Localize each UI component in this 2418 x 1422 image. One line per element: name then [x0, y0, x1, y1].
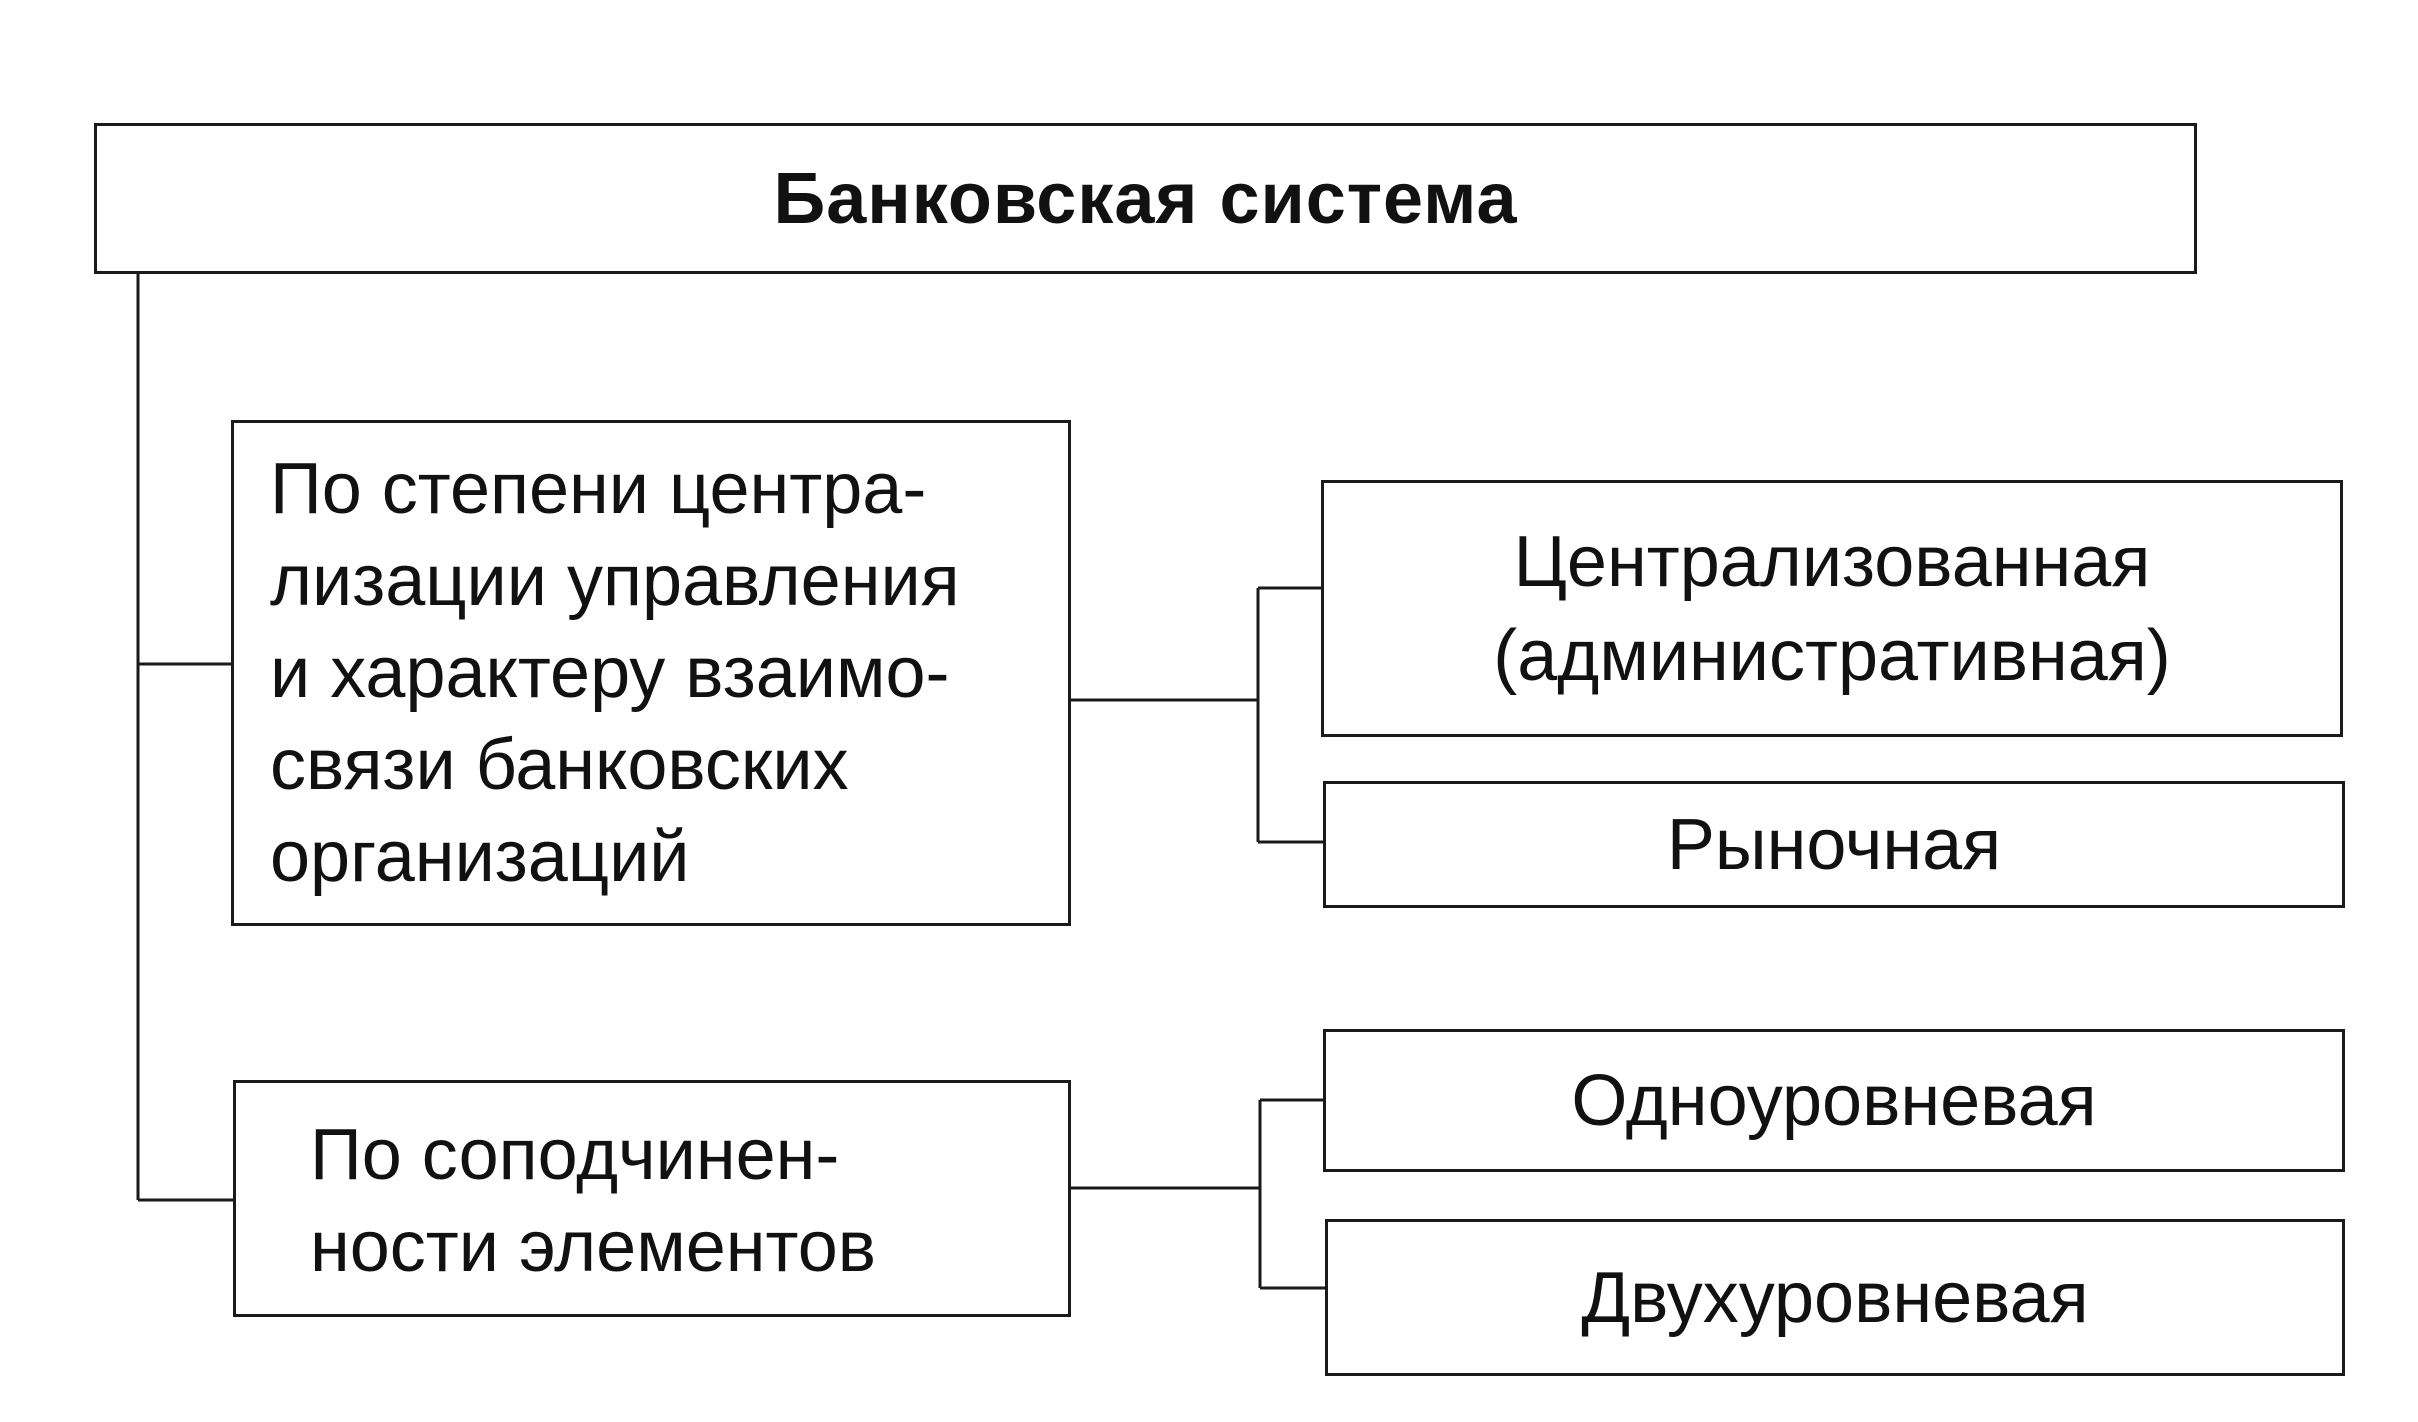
criterion-1-line-5: организаций [270, 817, 690, 897]
option-centralized-line-2: (административная) [1493, 615, 2171, 696]
criterion-1-line-2: лизации управления [270, 541, 960, 621]
option-one-level-label: Одноуровневая [1571, 1060, 2097, 1141]
criterion-1-line-1: По степени центра- [270, 449, 927, 529]
criterion-1-line-3: и характеру взаимо- [270, 633, 950, 713]
option-centralized-line-1: Централизованная [1513, 521, 2151, 602]
criterion-box-centralization: По степени центра- лизации управления и … [231, 420, 1071, 926]
option-box-centralized: Централизованная (административная) [1321, 480, 2343, 737]
criterion-2-line-2: ности элементов [310, 1207, 876, 1287]
option-box-market: Рыночная [1323, 781, 2345, 908]
option-box-two-level: Двухуровневая [1325, 1219, 2345, 1376]
diagram-title: Банковская система [773, 158, 1518, 239]
criterion-1-line-4: связи банковских [270, 725, 849, 805]
title-box: Банковская система [94, 123, 2197, 274]
criterion-box-subordination: По соподчинен- ности элементов [233, 1080, 1071, 1317]
option-two-level-label: Двухуровневая [1581, 1257, 2089, 1338]
criterion-2-line-1: По соподчинен- [310, 1115, 840, 1195]
option-market-label: Рыночная [1666, 804, 2002, 885]
option-box-one-level: Одноуровневая [1323, 1029, 2345, 1172]
